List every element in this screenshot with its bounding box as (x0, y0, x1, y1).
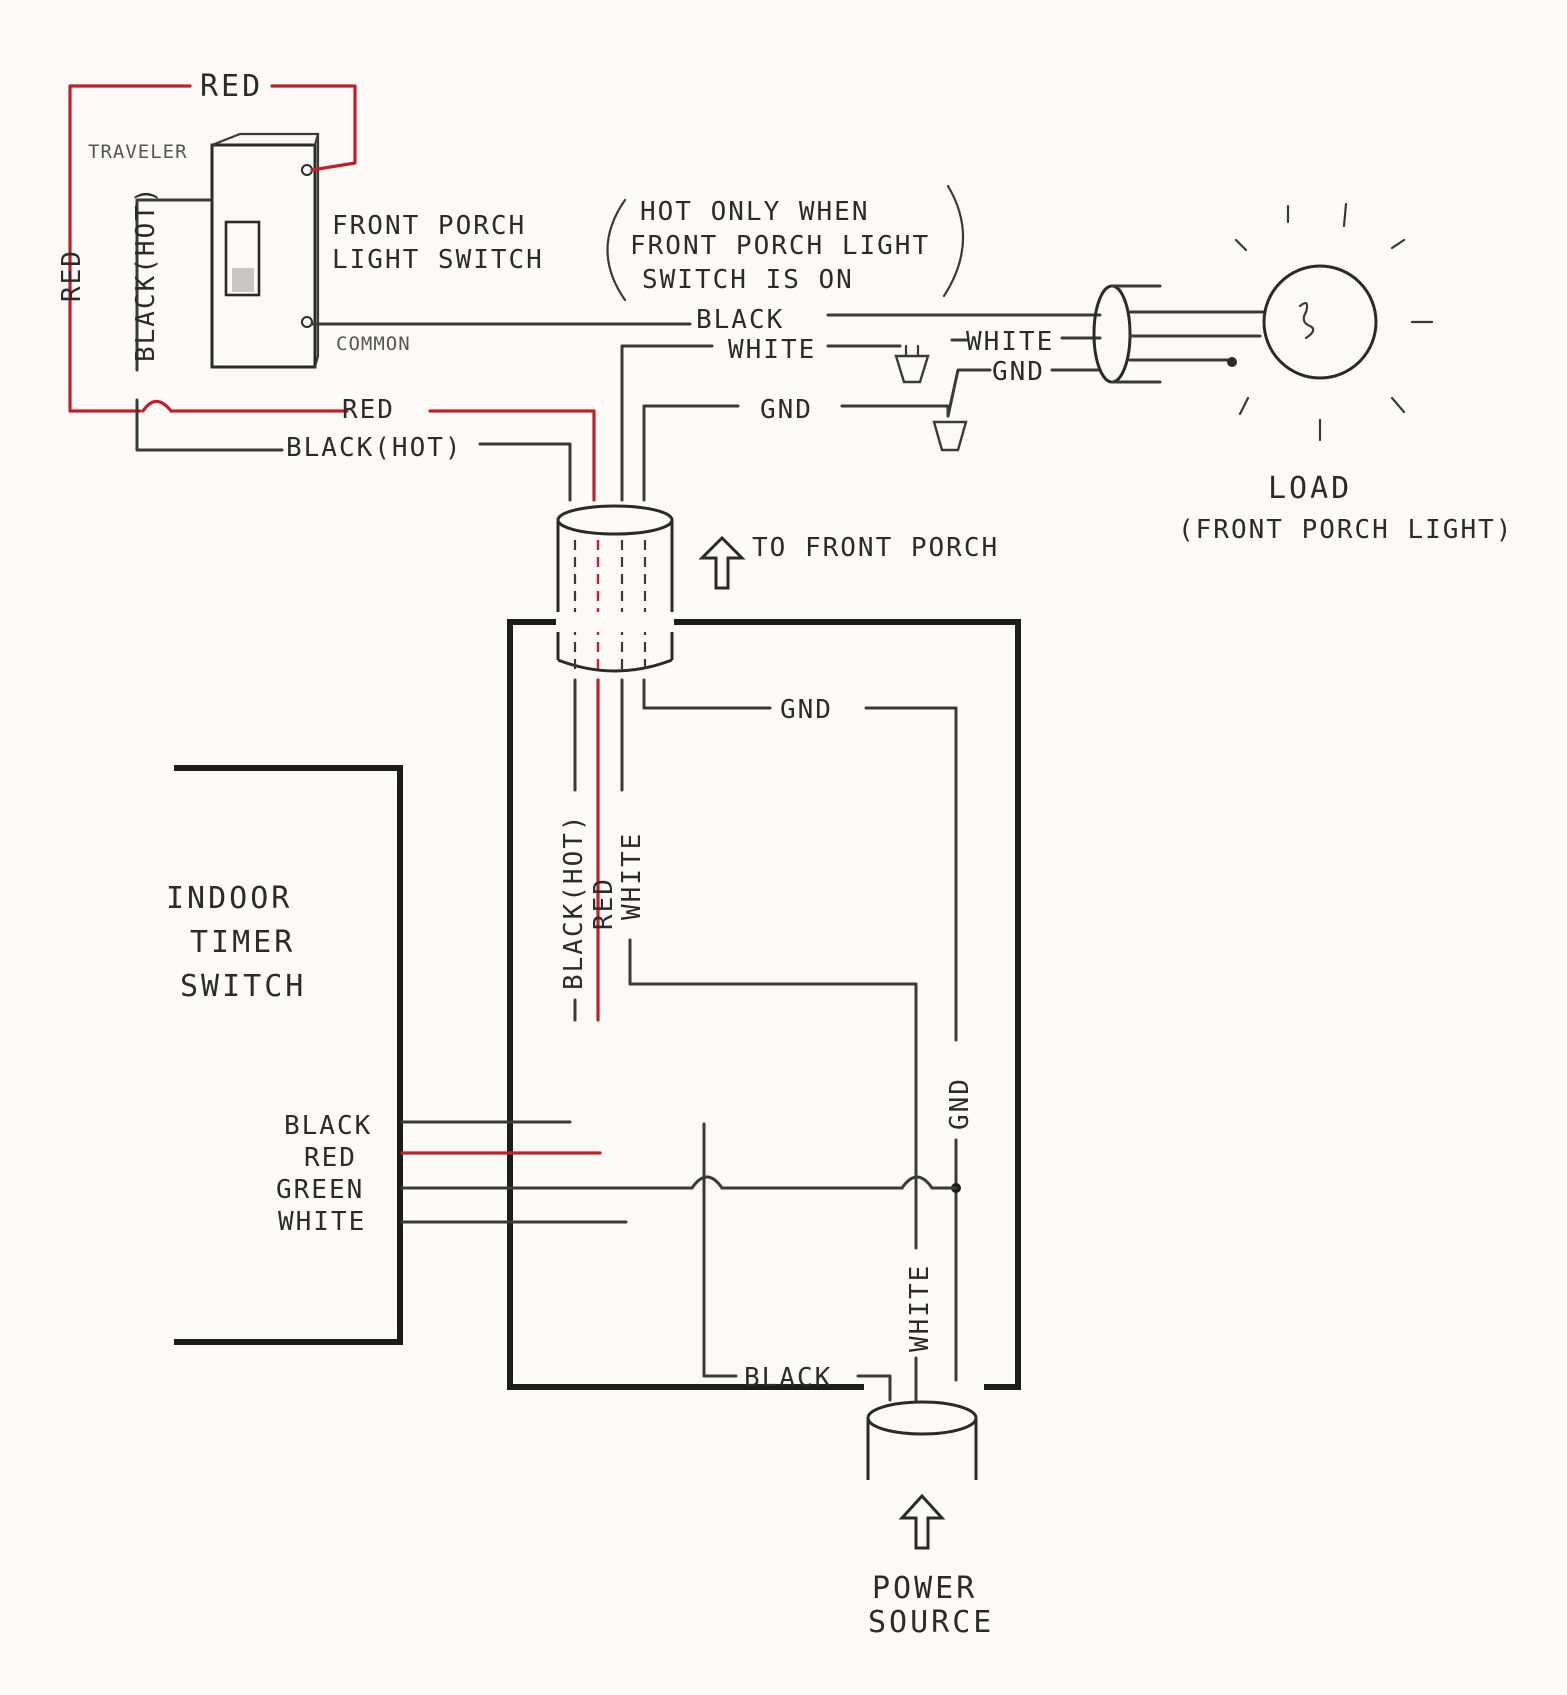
label-white-box: WHITE (617, 832, 647, 920)
label-switch-line1: FRONT PORCH (332, 211, 526, 241)
junction-box (507, 619, 1021, 1390)
front-porch-light-bulb (1234, 202, 1434, 442)
load-cable-connector (1092, 284, 1267, 384)
box-internal-wires (573, 678, 961, 1382)
label-white-top: WHITE (728, 335, 816, 365)
timer-leads (400, 1120, 958, 1402)
label-gnd-right: GND (992, 357, 1045, 387)
label-black-top: BLACK (696, 305, 784, 335)
label-load-desc: (FRONT PORCH LIGHT) (1178, 515, 1513, 545)
label-black-hot-mid: BLACK(HOT) (286, 433, 463, 463)
label-timer-black: BLACK (284, 1111, 372, 1141)
label-traveler: TRAVELER (88, 141, 188, 163)
label-timer-line3: SWITCH (180, 969, 306, 1004)
label-common: COMMON (336, 333, 411, 355)
note-line2: FRONT PORCH LIGHT (630, 231, 930, 261)
note-parentheses (606, 184, 965, 302)
label-white-right: WHITE (966, 327, 1054, 357)
label-gnd-box-top: GND (780, 695, 833, 725)
label-load: LOAD (1268, 471, 1352, 506)
label-timer-green: GREEN (276, 1175, 364, 1205)
label-black-hot-box: BLACK(HOT) (559, 813, 589, 990)
label-gnd-box-right: GND (945, 1077, 975, 1130)
label-red-box: RED (589, 877, 619, 930)
note-line3: SWITCH IS ON (642, 265, 854, 295)
front-porch-light-switch (210, 132, 320, 369)
label-red-left: RED (57, 249, 87, 302)
power-source-cable (866, 1400, 978, 1480)
label-black-box-bottom: BLACK (744, 1363, 832, 1393)
label-red-top: RED (200, 69, 263, 104)
label-gnd-mid: GND (760, 395, 813, 425)
note-line1: HOT ONLY WHEN (640, 197, 870, 227)
label-power-line2: SOURCE (868, 1605, 994, 1640)
power-up-arrow-icon (898, 1493, 946, 1550)
label-red-mid: RED (342, 395, 395, 425)
ground-wire-to-load (642, 368, 1102, 502)
black-common-wire (310, 313, 1102, 326)
label-timer-line2: TIMER (190, 925, 295, 960)
up-arrow-icon (698, 535, 746, 590)
red-traveler-wire (68, 84, 596, 502)
label-switch-line2: LIGHT SWITCH (332, 245, 544, 275)
label-timer-red: RED (304, 1143, 357, 1173)
label-to-front-porch: TO FRONT PORCH (752, 533, 999, 563)
label-power-line1: POWER (872, 1571, 977, 1606)
label-black-hot-vertical: BLACK(HOT) (131, 185, 161, 362)
indoor-timer-switch (174, 765, 403, 1345)
label-white-box-bottom: WHITE (905, 1264, 935, 1352)
black-hot-wire-to-switch (135, 198, 572, 502)
label-timer-line1: INDOOR (166, 881, 292, 916)
cable-to-front-porch (556, 504, 674, 673)
label-timer-white: WHITE (278, 1207, 366, 1237)
